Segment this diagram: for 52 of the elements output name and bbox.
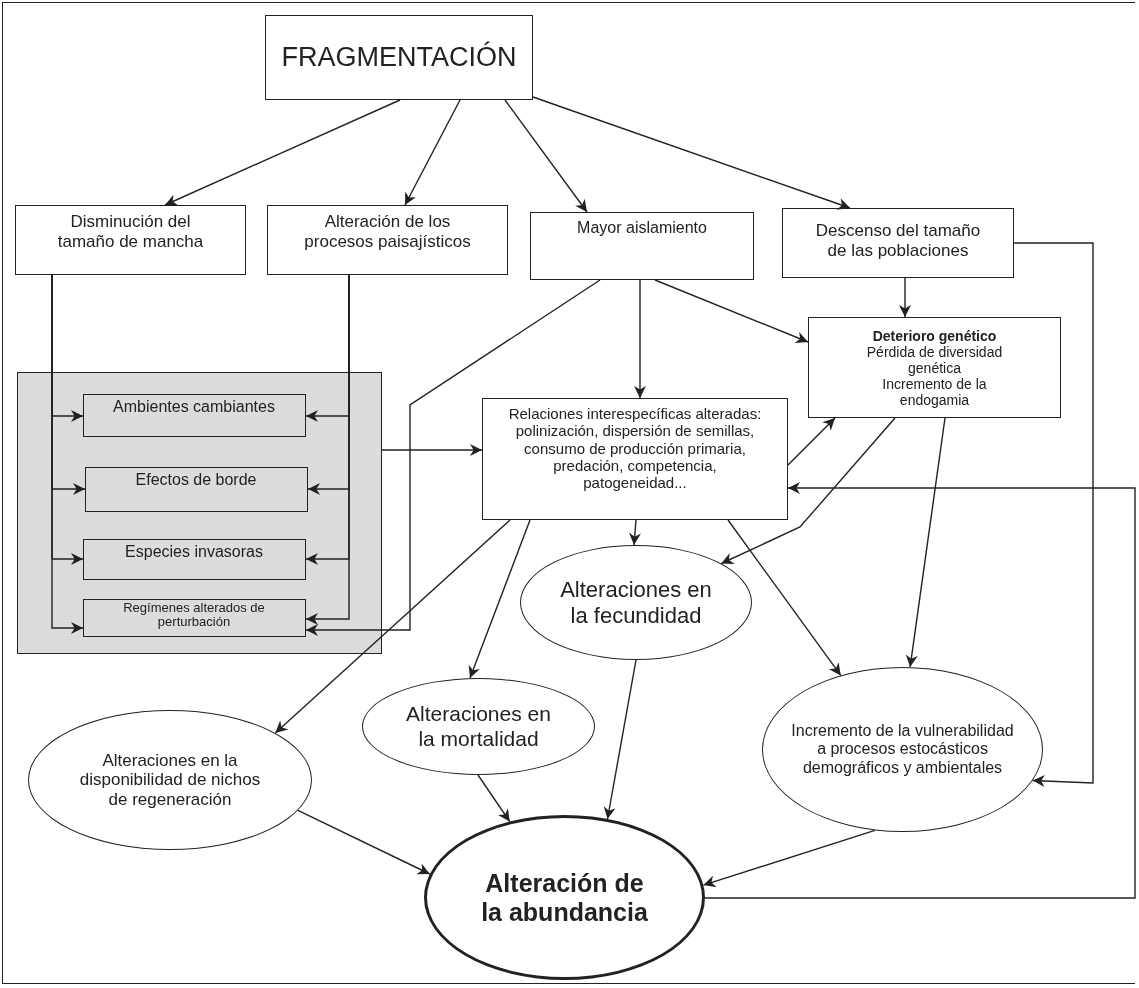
arrow (905, 417, 946, 668)
node-text: Relaciones interespecíficas alteradas: polinización, dispersión de semillas, consumo de producción primaria, predación, competencia, patogeneidad... (507, 405, 763, 492)
arrow (381, 444, 483, 456)
node-text: Ambientes cambiantes (113, 397, 275, 416)
process-box (15, 205, 246, 275)
arrow (468, 519, 531, 679)
arrow (727, 519, 842, 677)
arrow (899, 277, 911, 318)
process-box (82, 598, 306, 637)
node-text: Pérdida de diversidad genética (865, 344, 1004, 377)
node-text: Disminución del tamaño de mancha (56, 212, 205, 252)
group-panel (17, 372, 382, 654)
arrow (164, 99, 401, 206)
node-text: Incremento de la endogamia (881, 376, 988, 409)
arrow (305, 279, 601, 636)
node-text: FRAGMENTACIÓN (281, 41, 517, 73)
node-text: Alteración de los procesos paisajísticos (303, 212, 472, 252)
arrow (629, 519, 641, 546)
process-box (82, 393, 306, 437)
arrow (274, 519, 511, 734)
arrow (634, 279, 646, 399)
arrow (603, 659, 637, 820)
node-text: Regímenes alterados de perturbación (122, 600, 266, 631)
node-heading: Deterioro genético (872, 328, 997, 345)
arrow (702, 829, 876, 888)
node-text: Especies invasoras (125, 542, 263, 561)
arrow (787, 417, 836, 466)
process-box (82, 538, 306, 580)
arrow (532, 96, 851, 210)
process-box (267, 205, 508, 275)
process-box (530, 212, 754, 280)
process-box (482, 398, 788, 520)
node-text: Alteraciones en la disponibilidad de nichos de regeneración (78, 750, 262, 810)
arrow (720, 417, 896, 565)
arrow (404, 99, 461, 206)
arrow (477, 774, 511, 823)
node-text: Alteración de la abundancia (480, 868, 649, 927)
process-box (808, 317, 1061, 418)
node-text: Alteraciones en la mortalidad (405, 702, 552, 751)
node-text: Efectos de borde (135, 470, 257, 489)
process-box (782, 208, 1014, 278)
node-text: Incremento de la vulnerabilidad a procesos estocásticos demográficos y ambientales (790, 721, 1015, 778)
node-text: Mayor aislamiento (577, 219, 707, 238)
arrow (704, 482, 1136, 899)
process-box (265, 15, 533, 100)
arrow (297, 809, 431, 875)
arrow (504, 99, 588, 213)
arrow (1013, 242, 1094, 787)
process-box (84, 466, 308, 512)
node-text: Descenso del tamaño de las poblaciones (814, 221, 982, 261)
node-text: Alteraciones en la fecundidad (559, 577, 713, 628)
arrow (654, 279, 809, 344)
